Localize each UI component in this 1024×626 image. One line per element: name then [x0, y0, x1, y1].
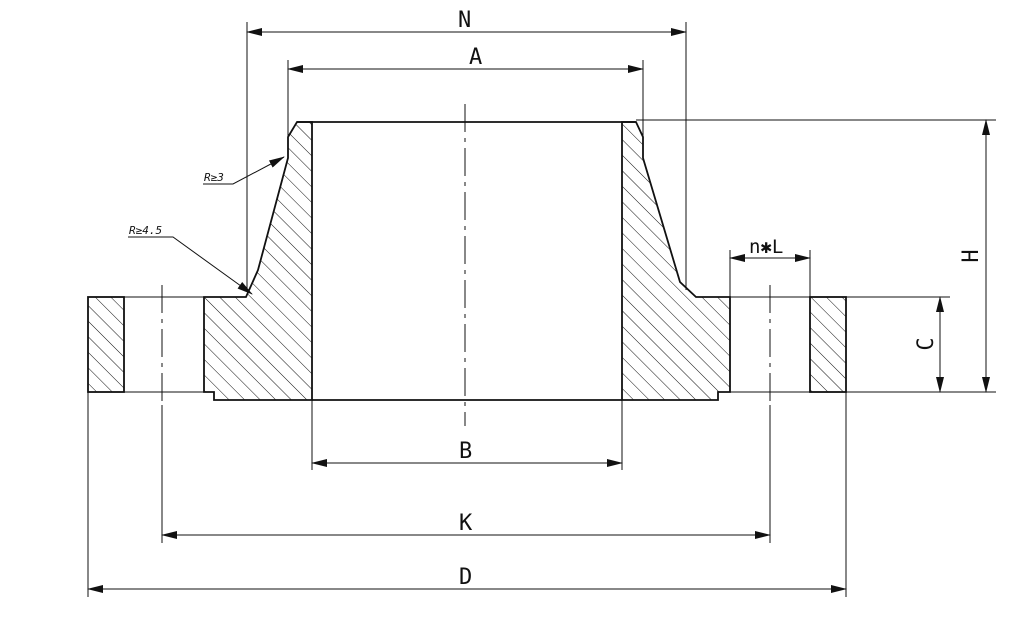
label-r3: R≥3	[204, 171, 224, 184]
dimension-lines	[87, 28, 990, 593]
label-k: K	[459, 511, 473, 536]
left-ring-outline	[87, 296, 125, 393]
center-lines	[161, 104, 771, 426]
r45-leader	[128, 236, 253, 295]
right-body-hatch	[622, 122, 730, 400]
extension-lines	[87, 22, 996, 597]
right-ring-hatch	[810, 297, 846, 392]
label-r45: R≥4.5	[129, 224, 162, 237]
label-d: D	[459, 565, 472, 590]
label-b: B	[459, 439, 472, 464]
section-hatching	[88, 122, 846, 400]
right-ring-outline	[809, 296, 847, 393]
label-c: C	[914, 337, 939, 350]
right-body-outline	[621, 121, 731, 401]
dimension-labels: N A B K D H C n✱L R≥3 R≥4.5	[129, 8, 984, 590]
label-nl: n✱L	[749, 236, 783, 258]
label-n: N	[458, 8, 471, 33]
part-outlines	[87, 121, 847, 401]
left-body-hatch	[204, 122, 312, 400]
left-ring-hatch	[88, 297, 124, 392]
radius-leaders	[128, 156, 285, 295]
label-a: A	[469, 45, 482, 70]
label-h: H	[959, 249, 984, 262]
